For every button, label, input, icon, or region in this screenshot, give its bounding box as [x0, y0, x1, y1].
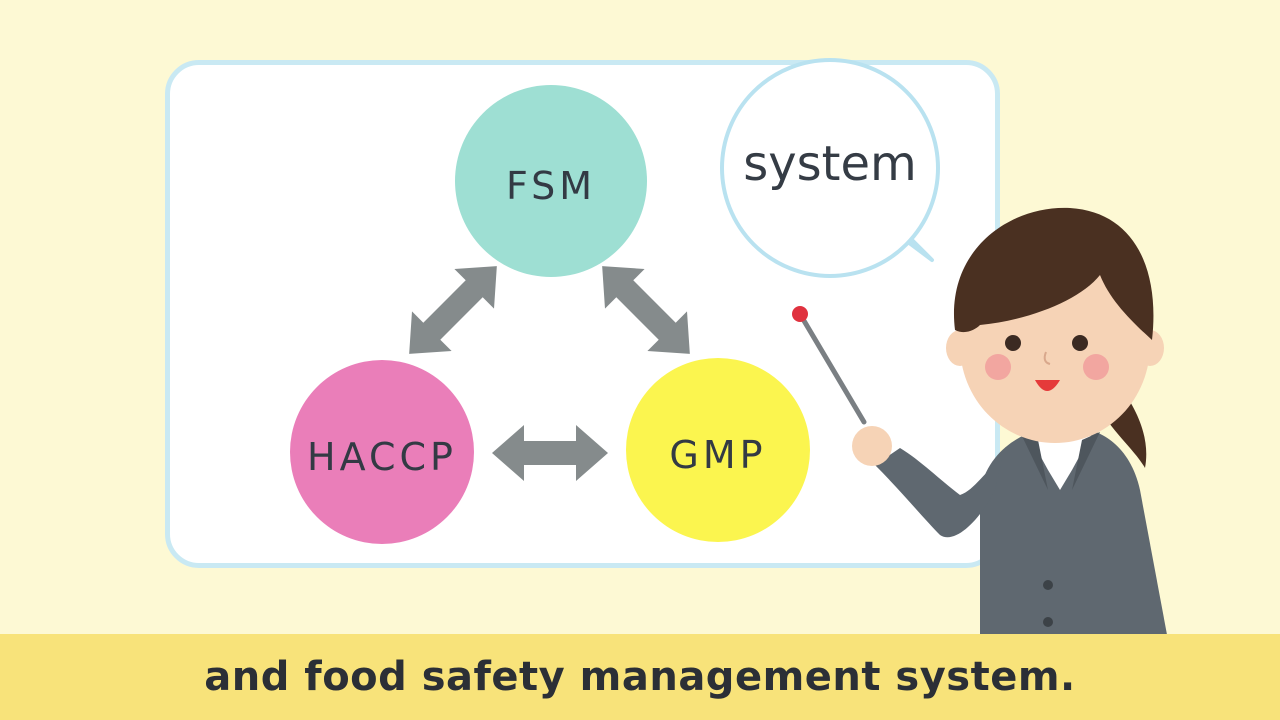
haccp-label: HACCP: [307, 435, 457, 479]
fsm-label: FSM: [505, 164, 597, 208]
arrow-fsm-gmp: [602, 266, 690, 354]
arrow-haccp-gmp: [492, 425, 608, 481]
gmp-node: GMP: [626, 358, 810, 542]
fsm-node: FSM: [455, 85, 647, 277]
haccp-node: HACCP: [290, 360, 474, 544]
arrow-fsm-haccp: [409, 266, 497, 354]
caption-text: and food safety management system.: [204, 654, 1076, 700]
pointer-stick-icon: [792, 306, 867, 425]
gmp-label: GMP: [669, 433, 767, 477]
teacher-illustration: [792, 207, 1168, 640]
caption-bar: and food safety management system.: [0, 634, 1280, 720]
speech-bubble: system: [720, 58, 940, 278]
speech-bubble-text: system: [743, 136, 917, 192]
